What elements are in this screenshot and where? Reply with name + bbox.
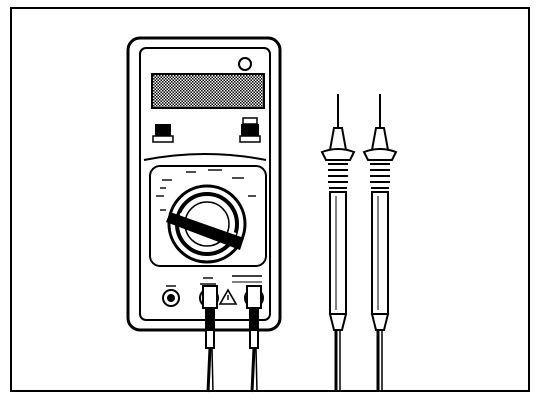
jack-icon: [162, 289, 180, 307]
left-button-icon: [152, 124, 174, 143]
rotary-selector-icon: [166, 184, 247, 264]
test-probe-icon: [320, 94, 356, 392]
test-probe-icon: [362, 94, 398, 392]
range-marks: [156, 169, 256, 211]
plug-icon: [202, 285, 218, 393]
plug-icon: [246, 285, 262, 393]
screw-icon: [238, 57, 252, 71]
lcd-display-icon: [151, 73, 265, 109]
multimeter-icon: [126, 36, 282, 332]
caution-triangle-icon: [218, 288, 238, 305]
right-button-icon: [239, 117, 261, 143]
